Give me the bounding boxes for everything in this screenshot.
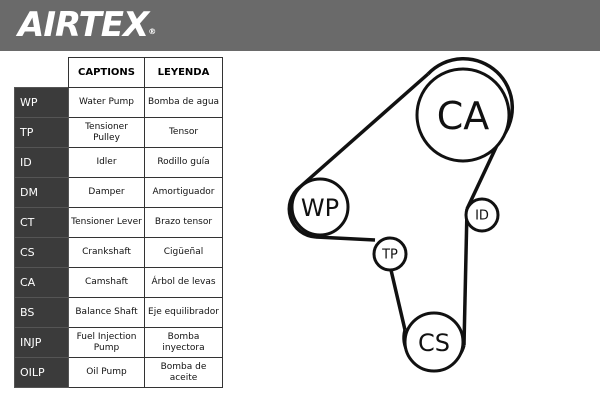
belt-ca-to-id	[465, 140, 501, 210]
pulley-tp: TP	[372, 236, 408, 272]
legend-code-cell: CS	[14, 237, 69, 268]
pulley-ca: CA	[415, 67, 511, 163]
legend-code-cell: WP	[14, 87, 69, 118]
pulley-wp-label: WP	[301, 194, 339, 222]
legend-caption-cell: Crankshaft	[68, 237, 145, 268]
legend-leyenda-cell: Bomba inyectora	[144, 327, 223, 358]
legend-code-cell: ID	[14, 147, 69, 178]
pulley-tp-label: TP	[381, 248, 398, 263]
pulley-cs-label: CS	[418, 329, 450, 357]
pulley-wp: WP	[290, 177, 350, 237]
belt-outer-run	[298, 72, 430, 189]
legend-code-cell: CT	[14, 207, 69, 238]
header-leyenda: LEYENDA	[144, 57, 223, 88]
belt-cs-to-tp	[389, 269, 407, 331]
pulley-ca-label: CA	[437, 94, 490, 138]
pulley-id: ID	[464, 197, 500, 233]
legend-leyenda-cell: Bomba de agua	[144, 87, 223, 118]
header-bar: AIRTEX®	[0, 0, 600, 51]
legend-leyenda-cell: Amortiguador	[144, 177, 223, 208]
legend-code-cell: OILP	[14, 357, 69, 388]
brand-name: AIRTEX	[18, 5, 149, 45]
legend-caption-cell: Fuel Injection Pump	[68, 327, 145, 358]
legend-code-cell: TP	[14, 117, 69, 148]
belt-ca-wrap	[426, 56, 514, 143]
legend-leyenda-cell: Cigüeñal	[144, 237, 223, 268]
pulley-id-label: ID	[475, 209, 489, 224]
legend-leyenda-cell: Rodillo guía	[144, 147, 223, 178]
legend-caption-cell: Oil Pump	[68, 357, 145, 388]
legend-leyenda-cell: Bomba de aceite	[144, 357, 223, 388]
brand-logo: AIRTEX®	[18, 2, 156, 55]
registered-mark: ®	[148, 27, 157, 36]
belt-id-to-cs	[462, 208, 469, 346]
pulley-cs: CS	[403, 311, 465, 373]
legend-code-cell: CA	[14, 267, 69, 298]
belt-tp-to-wp	[315, 235, 376, 242]
legend-code-cell: BS	[14, 297, 69, 328]
legend-caption-cell: Damper	[68, 177, 145, 208]
